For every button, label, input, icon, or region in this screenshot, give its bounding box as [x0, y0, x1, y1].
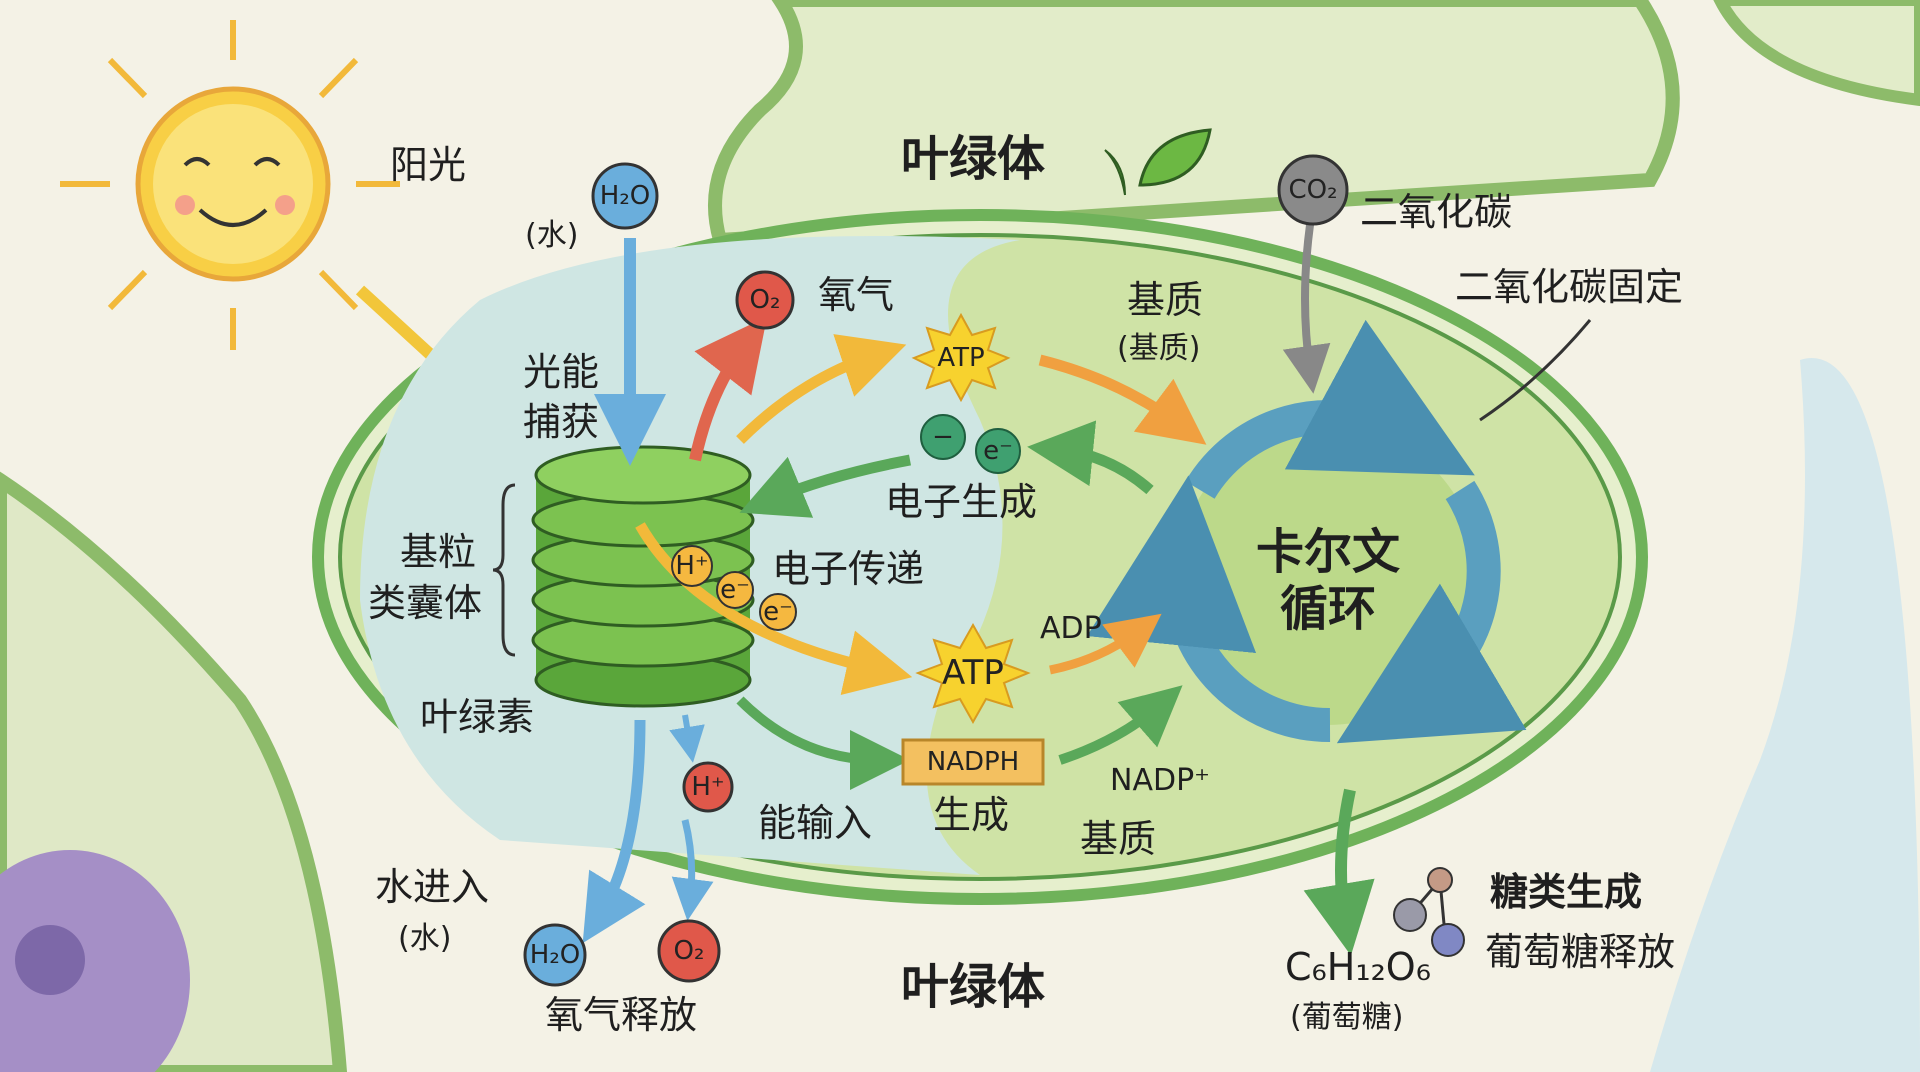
svg-text:CO₂: CO₂ [1288, 175, 1337, 205]
thylakoid-label: 类囊体 [368, 581, 482, 625]
title-top: 叶绿体 [901, 131, 1045, 187]
adp-label: ADP [1040, 611, 1102, 646]
electron-badges: − e⁻ [920, 414, 1021, 474]
glucose-paren: (葡萄糖) [1290, 1000, 1403, 1035]
electron-generation-label: 电子生成 [885, 480, 1037, 524]
co2-label: 二氧化碳 [1360, 190, 1512, 234]
energy-input-label: 能输入 [758, 801, 872, 845]
granum-label: 基粒 [400, 530, 476, 574]
glucose-release-label: 葡萄糖释放 [1485, 930, 1675, 974]
flow-arrows [582, 224, 1592, 956]
light-capture-label-1: 光能 [523, 350, 599, 394]
svg-text:NADPH: NADPH [927, 747, 1020, 777]
svg-text:ATP: ATP [942, 653, 1004, 693]
svg-text:H₂O: H₂O [530, 940, 580, 970]
svg-text:−: − [932, 422, 954, 452]
water-in-label: (水) [525, 218, 578, 253]
stroma-top-label: 基质 [1127, 278, 1203, 322]
svg-text:H₂O: H₂O [600, 181, 650, 211]
svg-text:e⁻: e⁻ [720, 575, 750, 605]
title-bottom: 叶绿体 [901, 959, 1045, 1015]
svg-text:H⁺: H⁺ [691, 772, 724, 802]
labels: 叶绿体 叶绿体 阳光 (水) 二氧化碳 二氧化碳固定 氧气 光能 捕获 基质 (… [368, 131, 1683, 1037]
calvin-label-1: 卡尔文 [1256, 524, 1400, 580]
atp-bottom-badge: ATP [915, 622, 1031, 725]
sun-icon [60, 20, 400, 350]
nucleus-shape [0, 850, 190, 1072]
stroma-bottom-label: 基质 [1080, 817, 1156, 861]
o2-badge: O₂ [735, 270, 795, 330]
nadph-generation-label: 生成 [933, 793, 1009, 837]
h2o-in-badge: H₂O [591, 162, 659, 230]
atp-top-badge: ATP [911, 312, 1011, 403]
svg-text:e⁻: e⁻ [763, 597, 793, 627]
water-entry-label: 水进入 [375, 865, 489, 909]
oxygen-label: 氧气 [818, 273, 894, 317]
nadph-box: NADPH [901, 738, 1045, 786]
sugar-formation-label: 糖类生成 [1490, 870, 1642, 914]
electron-transport-label: 电子传递 [772, 547, 924, 591]
glucose-formula: C₆H₁₂O₆ [1285, 945, 1431, 989]
svg-text:H⁺: H⁺ [675, 551, 708, 581]
sunlight-label: 阳光 [390, 143, 466, 187]
granum-brace [492, 483, 516, 657]
nadp-plus-label: NADP⁺ [1110, 763, 1210, 798]
leaf-icon [1104, 128, 1212, 196]
svg-text:e⁻: e⁻ [983, 436, 1013, 466]
calvin-cycle: 卡尔文 循环 [1086, 319, 1527, 744]
proton-badge: H⁺ [682, 761, 734, 813]
granum-stack [531, 445, 755, 708]
stroma-top-paren: (基质) [1117, 331, 1200, 366]
svg-text:ATP: ATP [937, 343, 984, 373]
transport-particles: H⁺ e⁻ e⁻ [671, 545, 797, 631]
h2o-out-badge: H₂O [523, 923, 587, 987]
o2-out-badge: O₂ [657, 919, 721, 983]
co2-badge: CO₂ [1277, 154, 1349, 226]
glucose-molecule-icon [1393, 867, 1465, 957]
svg-text:O₂: O₂ [674, 936, 705, 966]
chlorophyll-label: 叶绿素 [420, 695, 534, 739]
co2-fixation-label: 二氧化碳固定 [1455, 265, 1683, 309]
svg-text:O₂: O₂ [750, 285, 781, 315]
calvin-label-2: 循环 [1280, 581, 1376, 637]
light-capture-label-2: 捕获 [523, 400, 599, 444]
oxygen-release-label: 氧气释放 [545, 993, 697, 1037]
water-entry-paren: (水) [398, 921, 451, 956]
